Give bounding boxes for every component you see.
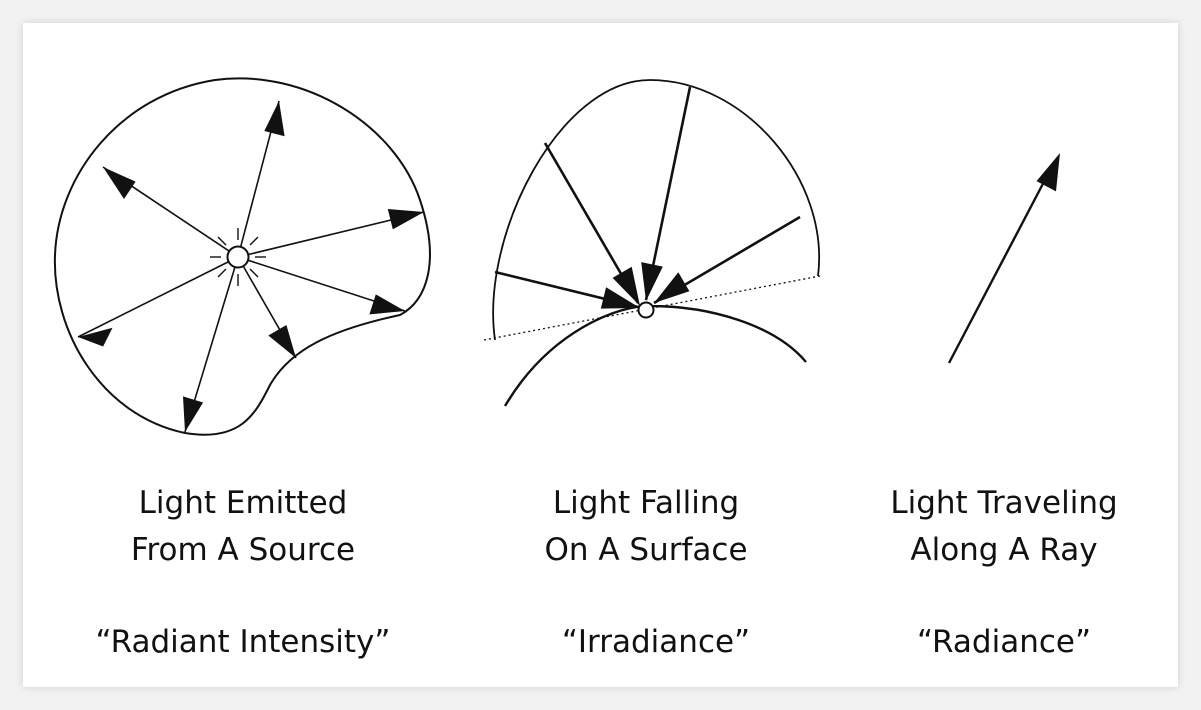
surface-point (637, 301, 655, 319)
caption-ray: Light Traveling Along A Ray (824, 480, 1184, 574)
caption-ray-line1: Light Traveling (890, 485, 1118, 521)
term-radiant-intensity: “Radiant Intensity” (95, 624, 391, 660)
surface-panel (483, 79, 821, 407)
single-ray-arrowhead (1036, 153, 1060, 192)
term-irradiance: “Irradiance” (561, 624, 751, 660)
source-arrowheads (78, 101, 424, 432)
point-light-source (226, 245, 250, 269)
caption-ray-line2: Along A Ray (910, 532, 1098, 568)
caption-surface: Light Falling On A Surface (466, 480, 826, 574)
incident-ray-arrow (644, 86, 692, 301)
ray-panel (947, 153, 1060, 364)
hemisphere-outline (492, 79, 821, 341)
source-rays (77, 100, 425, 433)
caption-surface-line1: Light Falling (552, 485, 740, 521)
source-blob-outline (53, 77, 431, 436)
term-radiance: “Radiance” (916, 624, 1092, 660)
incident-arrowheads (600, 262, 690, 309)
caption-source-line1: Light Emitted (138, 485, 348, 521)
surface-curve (503, 304, 807, 407)
single-ray-line (947, 175, 1049, 364)
source-panel (53, 77, 431, 436)
caption-source: Light Emitted From A Source (63, 480, 423, 574)
caption-source-line2: From A Source (130, 532, 356, 568)
diagram-card (23, 23, 1178, 687)
sparkle-glint (210, 228, 266, 286)
caption-surface-line2: On A Surface (544, 532, 748, 568)
ray-arrow (77, 256, 239, 338)
